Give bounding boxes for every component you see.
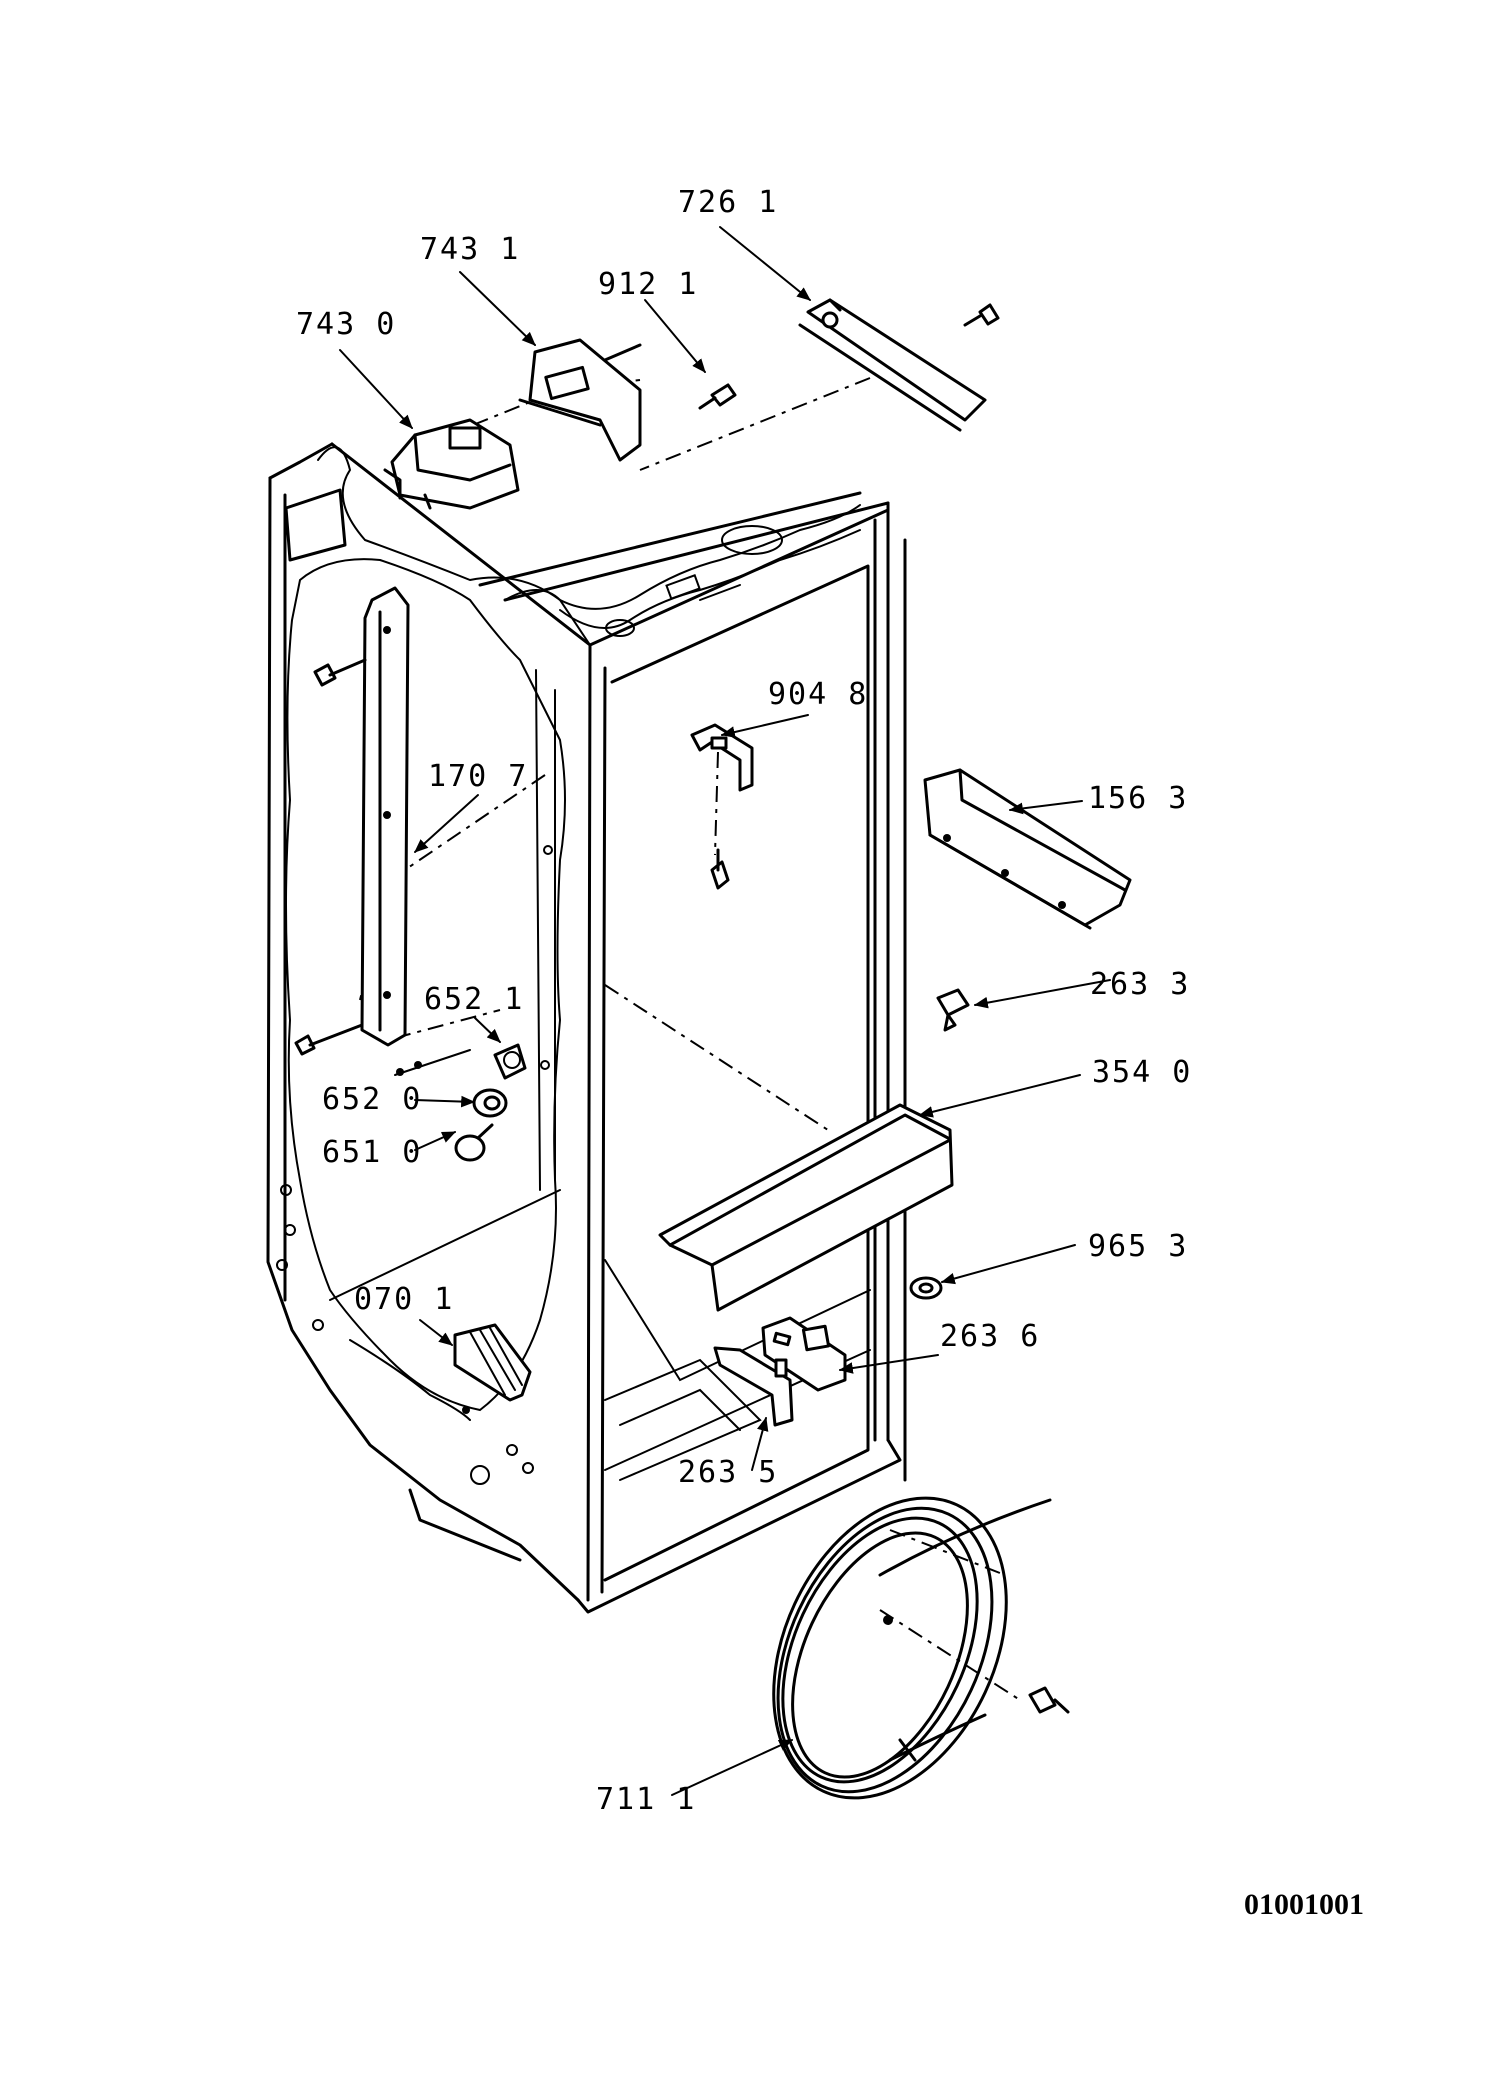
callout-912-1: 912 1 <box>598 267 699 302</box>
part-263-6-bracket <box>761 1316 847 1392</box>
callout-726-1: 726 1 <box>678 185 779 220</box>
callout-070-1: 070 1 <box>354 1282 455 1317</box>
part-711-1-wire-coil <box>772 1496 1070 1800</box>
callout-leaders <box>339 226 1111 1796</box>
callout-156-3: 156 3 <box>1088 781 1189 816</box>
part-652-0-nut <box>472 1088 508 1118</box>
callout-263-6: 263 6 <box>940 1319 1041 1354</box>
part-263-5-bracket <box>713 1346 794 1427</box>
callout-651-0: 651 0 <box>322 1135 423 1170</box>
cabinet-shell <box>266 442 907 1614</box>
callout-263-3: 263 3 <box>1090 967 1191 1002</box>
part-070-1-vent <box>453 1323 532 1402</box>
callout-711-1: 711 1 <box>596 1782 697 1817</box>
part-651-0-knob <box>454 1123 494 1162</box>
part-904-8-bracket <box>690 723 754 890</box>
part-726-1-channel <box>798 298 1000 432</box>
part-354-0-cover <box>658 1103 954 1312</box>
part-912-1-screw <box>698 383 737 410</box>
callout-965-3: 965 3 <box>1088 1229 1189 1264</box>
callout-263-5: 263 5 <box>678 1455 779 1490</box>
callout-652-0: 652 0 <box>322 1082 423 1117</box>
part-743-0-switch <box>383 418 520 510</box>
part-652-1-clip <box>493 1043 527 1080</box>
callout-904-8: 904 8 <box>768 677 869 712</box>
callout-743-0: 743 0 <box>296 307 397 342</box>
part-170-7-rail <box>294 586 410 1056</box>
callout-652-1: 652 1 <box>424 982 525 1017</box>
callout-170-7: 170 7 <box>428 759 529 794</box>
part-965-3-grommet <box>909 1276 943 1300</box>
drawing-code: 01001001 <box>1244 1888 1364 1921</box>
callout-354-0: 354 0 <box>1092 1055 1193 1090</box>
part-156-3-channel <box>923 768 1132 930</box>
part-263-3-plug <box>936 988 970 1032</box>
callout-743-1: 743 1 <box>420 232 521 267</box>
part-743-1-bracket <box>518 338 642 462</box>
